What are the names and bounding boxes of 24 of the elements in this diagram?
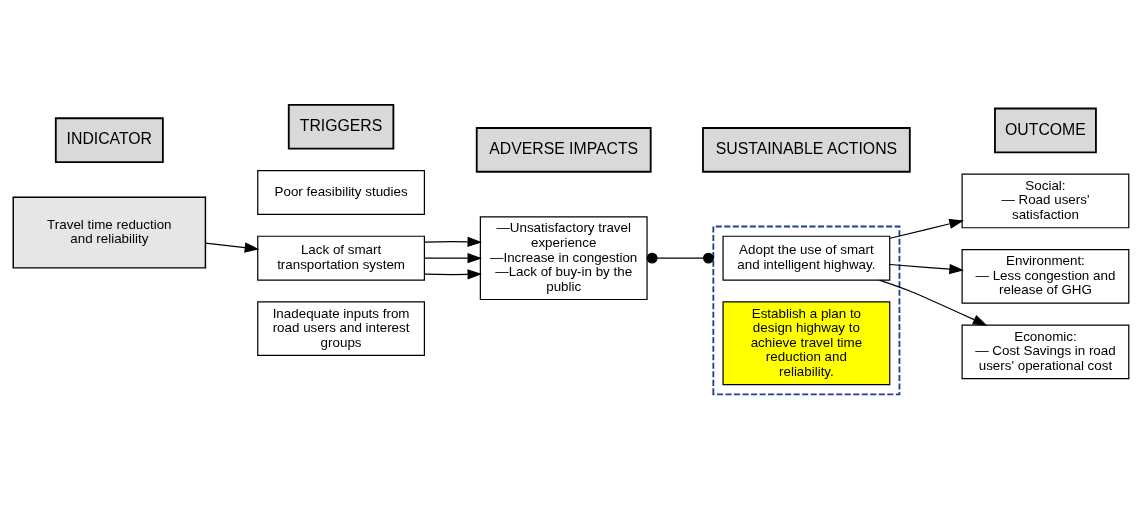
node-box: TRIGGERS (287, 103, 395, 150)
node-box: Economic: — Cost Savings in road users' operational cost (961, 324, 1130, 380)
node-box: Environment: — Less congestion and release of GHG (961, 249, 1130, 304)
node-box: OUTCOME (994, 107, 1097, 154)
node-box: Inadequate inputs from road users and interest groups (257, 301, 426, 357)
node-box: Adopt the use of smart and intelligent highway. (722, 235, 891, 281)
node-box: —Unsatisfactory travel experience —Increase in congestion —Lack of buy-in by the public (479, 216, 648, 301)
arrow (204, 242, 260, 253)
arrow (878, 279, 988, 326)
connector (646, 252, 714, 264)
arrow (424, 236, 483, 247)
node-box: Travel time reduction and reliability (12, 196, 207, 269)
arrow (424, 253, 483, 264)
arrow (889, 218, 964, 239)
node-box: Social: — Road users' satisfaction (961, 173, 1130, 229)
node-box: Lack of smart transportation system (257, 235, 426, 281)
node-box: ADVERSE IMPACTS (475, 127, 652, 173)
arrow (424, 269, 483, 280)
arrow (889, 263, 964, 275)
node-box: SUSTAINABLE ACTIONS (702, 127, 911, 173)
node-box: Poor feasibility studies (257, 169, 426, 215)
node-box: Establish a plan to design highway to achieve travel time reduction and reliability. (722, 301, 891, 386)
cluster (712, 225, 901, 396)
node-box: INDICATOR (54, 117, 164, 163)
